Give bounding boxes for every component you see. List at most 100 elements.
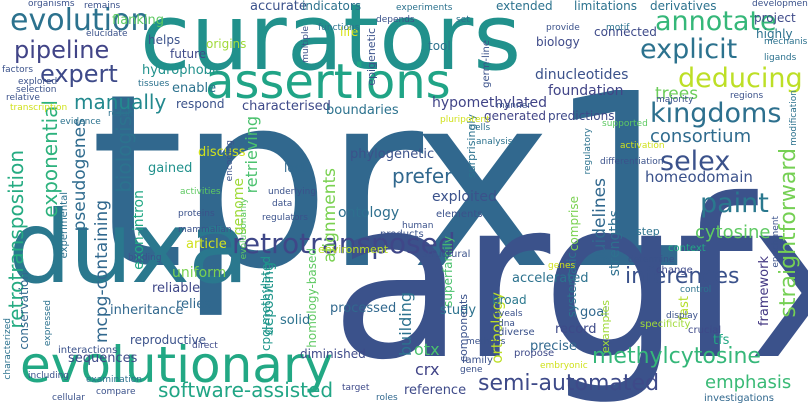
cloud-word: conservation [17, 272, 31, 350]
cloud-word: target [342, 383, 370, 393]
cloud-word: semi-automated [478, 371, 660, 396]
cloud-word: tprx1 [90, 42, 699, 322]
cloud-word: assertions [205, 54, 451, 110]
cloud-word: multiple [301, 26, 311, 63]
cloud-word: evidence [60, 117, 101, 127]
cloud-word: embryonic [540, 361, 588, 371]
cloud-word: mechanisms [764, 37, 808, 47]
cloud-word: life [340, 25, 359, 39]
cloud-word: products [380, 229, 424, 240]
cloud-word: ligands [764, 53, 797, 63]
cloud-word: characterised [242, 99, 331, 114]
cloud-word: framework [757, 256, 772, 327]
cloud-word: context [668, 243, 706, 254]
cloud-word: compare [96, 387, 136, 397]
cloud-word: software-assisted [158, 378, 334, 402]
cloud-word: kingdoms [650, 98, 782, 129]
cloud-word: reference [404, 383, 467, 398]
cloud-word: germ-line [481, 40, 492, 88]
cloud-word: tissues [138, 79, 170, 89]
cloud-word: crx [415, 360, 440, 379]
cloud-word: relies [176, 297, 212, 312]
cloud-word: step [636, 225, 660, 238]
cloud-word: modification [789, 90, 799, 146]
cloud-word: boundaries [326, 103, 399, 118]
cloud-word: supported [602, 119, 648, 129]
cloud-word: pipeline [14, 36, 110, 64]
cloud-word: dna [498, 319, 515, 329]
cloud-word: building [396, 292, 415, 357]
cloud-word: inheritance [110, 303, 184, 318]
cloud-word: selex [660, 146, 731, 177]
cloud-word: cytosine [695, 222, 771, 243]
cloud-word: encoding [225, 140, 235, 182]
cloud-word: derivatives [650, 0, 717, 13]
cloud-word: explored [18, 77, 58, 87]
cloud-word: manner [496, 101, 531, 111]
cloud-word: annotate [655, 6, 777, 37]
cloud-word: superfamily [441, 236, 455, 307]
cloud-word: differentiation [600, 157, 664, 167]
cloud-word: otx [414, 340, 440, 359]
cloud-word: structural [422, 249, 471, 260]
cloud-word: exponential [38, 100, 62, 218]
cloud-word: consortium [650, 126, 752, 147]
cloud-word: duxa [8, 189, 249, 306]
cloud-word: article [186, 237, 227, 252]
cloud-word: analysis [476, 137, 513, 147]
cloud-word: provide [546, 23, 580, 33]
cloud-word: data [272, 199, 293, 209]
cloud-word: pseudogenes [70, 118, 90, 232]
cloud-word: dinucleotides [535, 67, 629, 83]
cloud-word: evolution [10, 3, 150, 38]
cloud-word: gene [460, 365, 483, 375]
cloud-word: accelerated [512, 271, 589, 286]
cloud-word: activities [180, 187, 221, 197]
cloud-word: homeodomain [645, 168, 753, 186]
cloud-word: human [402, 221, 434, 231]
cloud-word: interactions [58, 345, 118, 356]
cloud-word: proteins [178, 209, 215, 219]
cloud-word: environment [318, 243, 389, 256]
cloud-word: including [28, 371, 69, 381]
cloud-word: evolutionary [20, 336, 334, 394]
cloud-word: comprise [567, 196, 581, 252]
cloud-word: prefer [392, 164, 453, 188]
cloud-word: methods [466, 337, 506, 347]
cloud-word: respond [176, 97, 225, 111]
cloud-word: regulators [262, 213, 308, 223]
cloud-word: study [440, 303, 477, 318]
cloud-word: expert [40, 60, 118, 88]
cloud-word: elements [436, 209, 483, 220]
cloud-word: flanking [112, 13, 165, 28]
cloud-word: sequences [68, 351, 138, 366]
cloud-word: record [555, 322, 597, 337]
cloud-word: paint [700, 188, 769, 219]
cloud-word: broad [492, 293, 527, 307]
cloud-word: cells [470, 123, 491, 133]
cloud-word: remains [84, 1, 121, 11]
cloud-word: experiments [396, 3, 453, 13]
cloud-word: binding [128, 253, 162, 263]
cloud-word: limitations [574, 0, 637, 13]
cloud-word: family [462, 355, 493, 366]
cloud-word: future [170, 47, 207, 61]
cloud-word: strengths [607, 210, 623, 277]
cloud-word: determine [628, 255, 675, 265]
cloud-word: uniform [172, 265, 227, 281]
cloud-word: ontology [338, 205, 400, 221]
cloud-word: control [680, 285, 712, 295]
cloud-word: motif [606, 23, 630, 33]
cloud-word: emphasis [705, 372, 792, 393]
cloud-word: selection [16, 85, 57, 95]
cloud-word: specificity [640, 319, 691, 330]
cloud-word: predictions [548, 109, 615, 123]
cloud-word: change [656, 265, 693, 276]
cloud-word: accurate [250, 0, 307, 14]
cloud-word: argfx [330, 152, 808, 404]
cloud-word: evolutionarily [239, 198, 249, 260]
cloud-word: genes [548, 261, 576, 271]
cloud-word: organisms [28, 0, 75, 9]
cloud-word: phylogenetic [350, 147, 435, 162]
